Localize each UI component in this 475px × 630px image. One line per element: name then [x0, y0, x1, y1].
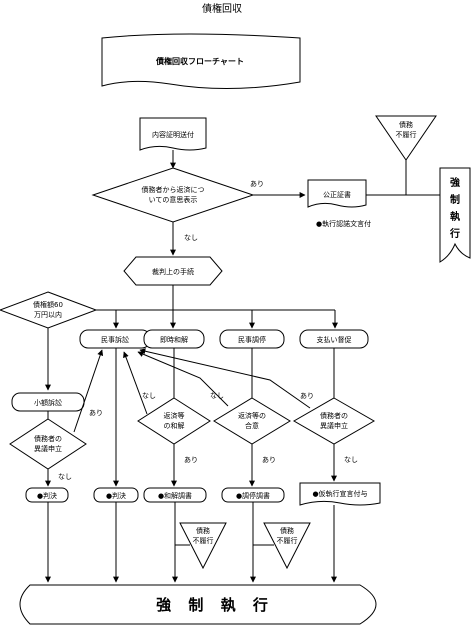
edge-label-nashi-igi2: なし [344, 456, 358, 464]
naiyo-shomei-label: 内容証明送付 [152, 130, 194, 139]
hanketsu-center-label: ●判決 [106, 491, 126, 500]
edge-label-nashi-igi1: なし [58, 473, 72, 481]
goi-label-1: 返済等の [238, 411, 266, 420]
kosei-shosho-label: 公正証書 [323, 190, 351, 199]
shiharai-tokusoku-label: 支払い督促 [317, 335, 352, 344]
edge-label-ari-igi2: あり [300, 392, 314, 400]
wakai-label-2: の和解 [164, 421, 185, 430]
shogaku-sosho-label: 小額訴訟 [34, 398, 62, 407]
edge-label-nashi-goi: なし [210, 392, 224, 400]
edge-label-ari-top: あり [250, 180, 264, 188]
wakai-chosho-label: ●和解調書 [158, 491, 192, 500]
arrow-igi-left-to-minji [73, 349, 104, 433]
flowchart-title: 債権回収フローチャート [155, 56, 244, 66]
igi-moshitate-left-decision [9, 418, 87, 470]
arrow-igi-right-to-minji [139, 348, 311, 409]
kyosei-shikko-bottom-banner [19, 584, 377, 625]
edge-label-ari-wakai: あり [184, 456, 198, 464]
saibanjo-tetsuzuki-label: 裁判上の手続 [152, 267, 194, 276]
saimu-furiko-triangle-1 [179, 522, 227, 570]
saikengaku-label-2: 万円以内 [34, 310, 62, 319]
ishi-hyoji-label-2: いての意思表示 [149, 195, 198, 204]
kyosei-v-char-3: 執 [450, 210, 460, 223]
sokuji-wakai-label: 即時和解 [160, 335, 188, 344]
saibanjo-tetsuzuki-node [123, 256, 223, 286]
saikengaku-label-1: 債権額60 [33, 300, 63, 309]
edge-label-ari-igi1: あり [89, 409, 103, 417]
fu1-label-2: 不履行 [193, 536, 214, 545]
saimu-furiko-top-label-2: 不履行 [396, 130, 417, 139]
saimu-furiko-top-triangle [375, 115, 437, 161]
ishi-hyoji-label-1: 債務者から返済につ [142, 185, 205, 194]
chotei-chosho-label: ●調停調書 [236, 491, 270, 500]
kyosei-shikko-bottom-label: 強 制 執 行 [156, 596, 274, 614]
minji-chotei-label: 民事調停 [238, 335, 266, 344]
kyosei-v-char-4: 行 [449, 227, 460, 240]
goi-decision [213, 397, 291, 445]
ishi-hyoji-decision [91, 167, 255, 223]
kyosei-v-char-1: 強 [450, 176, 460, 189]
kyosei-v-char-2: 制 [450, 193, 460, 206]
karishikko-node [299, 482, 381, 506]
edge-label-ari-goi: あり [262, 456, 276, 464]
fu1-label-1: 債務 [196, 526, 210, 535]
title-banner [101, 33, 301, 90]
fu2-label-2: 不履行 [277, 536, 298, 545]
minji-sosho-label: 民事訴訟 [101, 335, 129, 344]
igi-left-label-1: 債務者の [34, 434, 62, 443]
saimu-furiko-top-label-1: 債務 [399, 120, 413, 129]
igi-right-label-1: 債務者の [320, 411, 348, 420]
goi-label-2: 合意 [245, 421, 259, 430]
karishikko-label: ●仮執行宣言付与 [312, 489, 367, 498]
igi-left-label-2: 異議申立 [34, 444, 62, 453]
saimu-furiko-triangle-2 [263, 522, 311, 570]
igi-right-label-2: 異議申立 [320, 421, 348, 430]
hanketsu-left-label: ●判決 [37, 491, 57, 500]
wakai-decision [137, 397, 211, 445]
arrow-goi-to-minji [137, 351, 229, 407]
wakai-label-1: 返済等 [164, 411, 185, 420]
fu2-label-1: 債務 [280, 526, 294, 535]
kosei-shosho-note: ●執行認諾文言付 [316, 219, 371, 228]
naiyo-shomei-node [139, 117, 207, 151]
hanketsu-left-node [25, 487, 69, 503]
arrow-wakai-to-minji [123, 351, 148, 415]
kosei-shosho-node [307, 179, 367, 208]
page-title: 債権回収 [202, 2, 242, 15]
edge-label-nashi-wakai: なし [142, 392, 156, 400]
saikengaku-decision [0, 291, 98, 329]
kyosei-shikko-vertical-banner [439, 167, 471, 263]
edge-label-nashi-top: なし [184, 234, 198, 242]
